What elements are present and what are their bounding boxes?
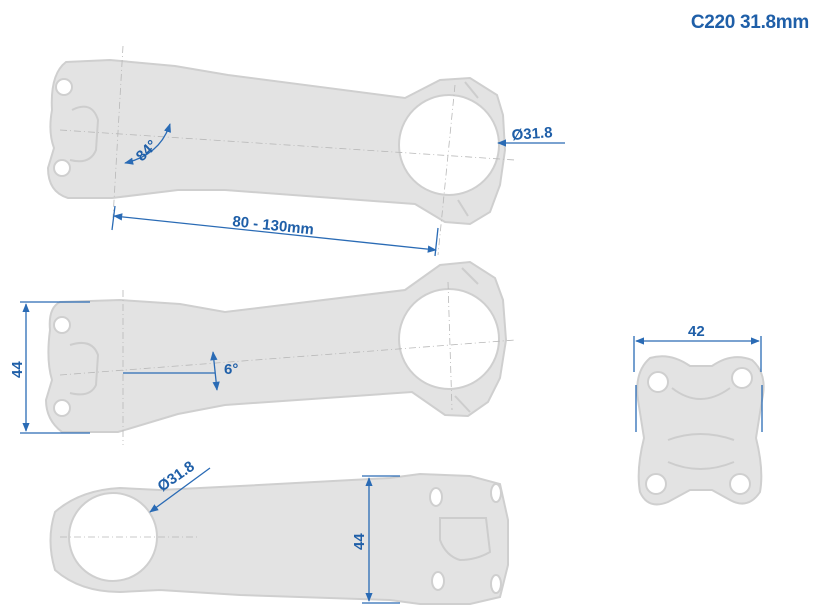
clamp-diameter-label-top: Ø31.8 xyxy=(511,124,553,144)
steerer-cutout-top xyxy=(69,105,100,163)
bolt-hole-4 xyxy=(53,399,71,417)
steerer-clamp-window xyxy=(439,517,492,562)
faceplate-center-rib xyxy=(667,433,735,470)
faceplate-bolt-4 xyxy=(729,473,751,495)
side-view-top: 84° Ø31.8 80 - 130mm xyxy=(46,45,565,257)
handlebar-clamp-hole-middle xyxy=(398,288,500,390)
faceplate-upper-slot xyxy=(671,387,731,400)
faceplate-view: 42 xyxy=(633,323,765,506)
bolt-hole-1 xyxy=(55,78,73,96)
length-extension-left xyxy=(111,205,116,231)
steerer-bolt-3 xyxy=(490,483,502,503)
clamp-axis-top xyxy=(437,84,456,256)
stem-axis-middle xyxy=(59,339,516,376)
steerer-bolt-1 xyxy=(429,487,443,507)
angle-arc-84 xyxy=(124,123,171,165)
top-view: Ø31.8 44 xyxy=(49,458,509,605)
faceplate-body xyxy=(636,355,765,506)
steerer-bolt-4 xyxy=(490,574,502,594)
side-view-middle: 6° 44 xyxy=(9,260,516,445)
rise-angle-mark xyxy=(210,351,220,391)
product-title: C220 31.8mm xyxy=(690,12,809,33)
height-label-side: 44 xyxy=(9,361,26,378)
length-dimension-line xyxy=(113,213,437,253)
faceplate-slot-top xyxy=(457,81,479,217)
steerer-bolt-2 xyxy=(431,571,445,591)
bolt-hole-2 xyxy=(53,159,71,177)
faceplate-bolt-3 xyxy=(645,473,667,495)
length-extension-right xyxy=(434,227,439,257)
faceplate-bolt-2 xyxy=(731,367,753,389)
steerer-axis-top xyxy=(112,45,124,219)
length-label: 80 - 130mm xyxy=(232,213,315,238)
faceplate-slot-middle xyxy=(454,267,479,413)
rise-angle-label: 6° xyxy=(224,361,238,378)
faceplate-bolt-1 xyxy=(647,371,669,393)
stem-body-bottom xyxy=(49,472,509,605)
stem-body-top xyxy=(46,58,507,226)
bolt-hole-3 xyxy=(53,316,71,334)
stem-body-middle xyxy=(44,260,508,433)
height-label-bottom: 44 xyxy=(351,533,368,550)
clamp-diameter-leader-bottom xyxy=(149,467,211,513)
steerer-cutout-middle xyxy=(69,342,100,396)
width-label: 42 xyxy=(688,323,705,340)
